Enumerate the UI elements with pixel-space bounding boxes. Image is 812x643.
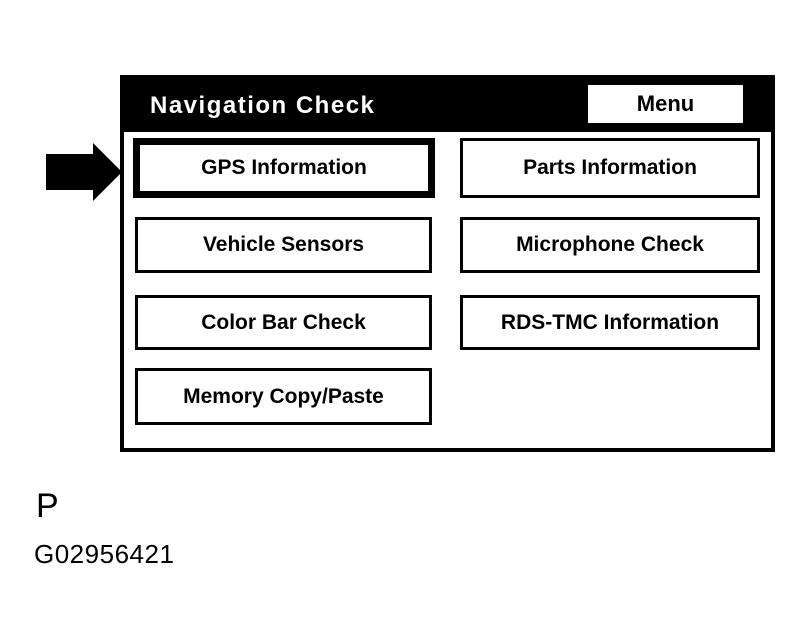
rds-tmc-information-button[interactable]: RDS-TMC Information xyxy=(460,295,760,350)
figure-letter: P xyxy=(36,487,59,525)
title-bar: Navigation Check Menu xyxy=(124,79,771,132)
pointer-arrow-icon xyxy=(46,143,122,201)
menu-button[interactable]: Menu xyxy=(588,85,743,123)
figure-code: G02956421 xyxy=(34,539,175,569)
microphone-check-button[interactable]: Microphone Check xyxy=(460,217,760,273)
memory-copy-paste-button[interactable]: Memory Copy/Paste xyxy=(135,368,432,425)
screen-title: Navigation Check xyxy=(150,92,376,119)
parts-information-button[interactable]: Parts Information xyxy=(460,138,760,198)
navigation-check-screen: Navigation Check Menu GPS Information Pa… xyxy=(120,75,775,452)
color-bar-check-button[interactable]: Color Bar Check xyxy=(135,295,432,350)
gps-information-button[interactable]: GPS Information xyxy=(133,138,435,198)
vehicle-sensors-button[interactable]: Vehicle Sensors xyxy=(135,217,432,273)
